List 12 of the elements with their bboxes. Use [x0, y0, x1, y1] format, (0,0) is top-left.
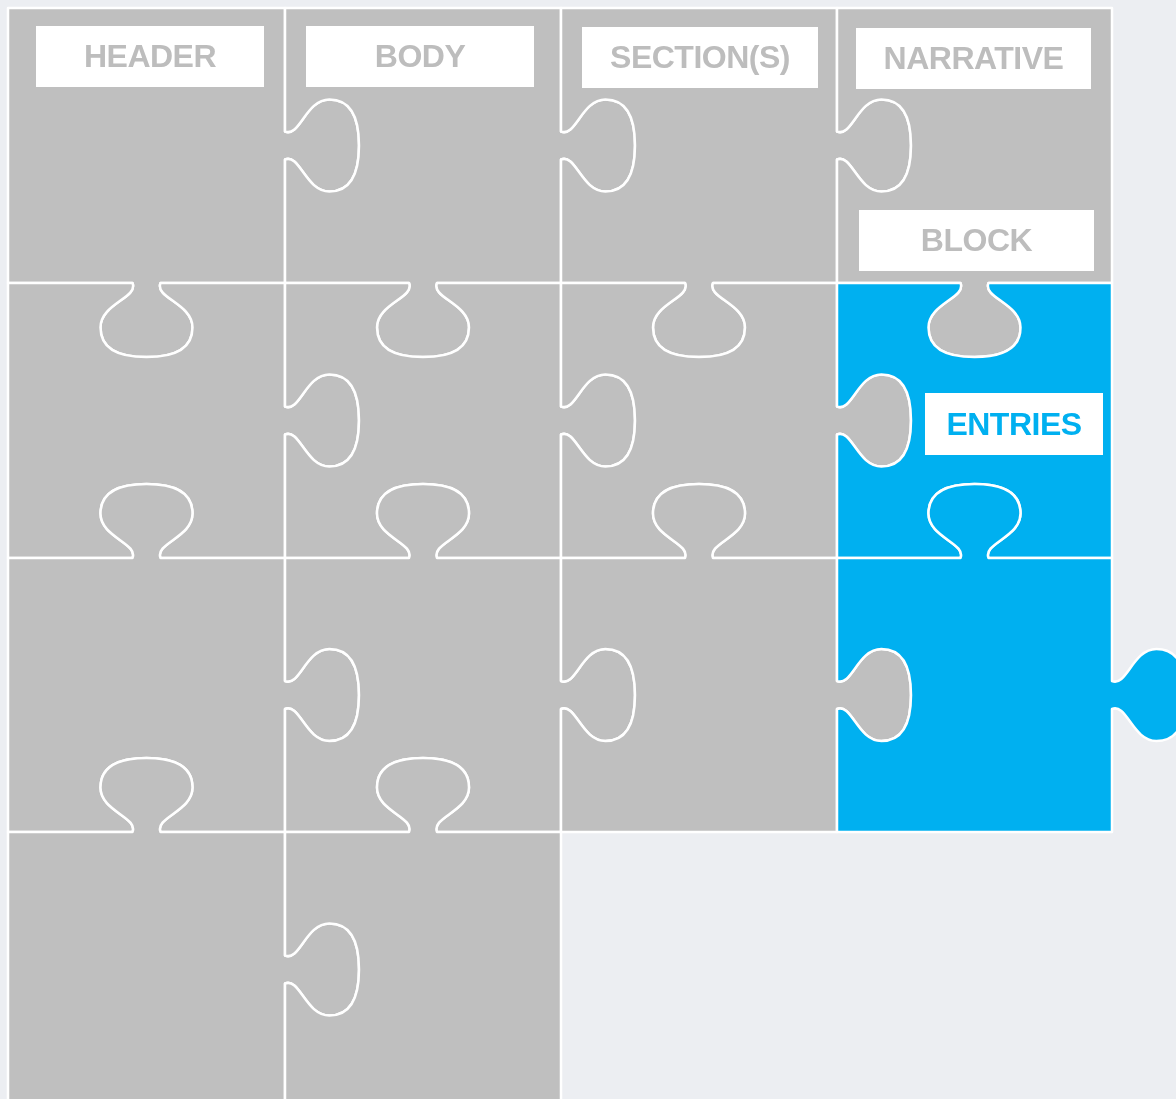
label-box: [582, 27, 818, 88]
label-text: ENTRIES: [946, 405, 1082, 443]
label-box: [856, 28, 1091, 89]
label-text: BLOCK: [920, 222, 1033, 259]
label-box: [36, 26, 264, 87]
label-text: BODY: [374, 38, 466, 75]
label-text: SECTION(S): [610, 39, 790, 76]
label-box: [859, 210, 1094, 271]
label-text: NARRATIVE: [883, 40, 1064, 77]
label-box: [925, 393, 1103, 455]
label-box: [306, 26, 534, 87]
label-text: HEADER: [83, 38, 217, 75]
